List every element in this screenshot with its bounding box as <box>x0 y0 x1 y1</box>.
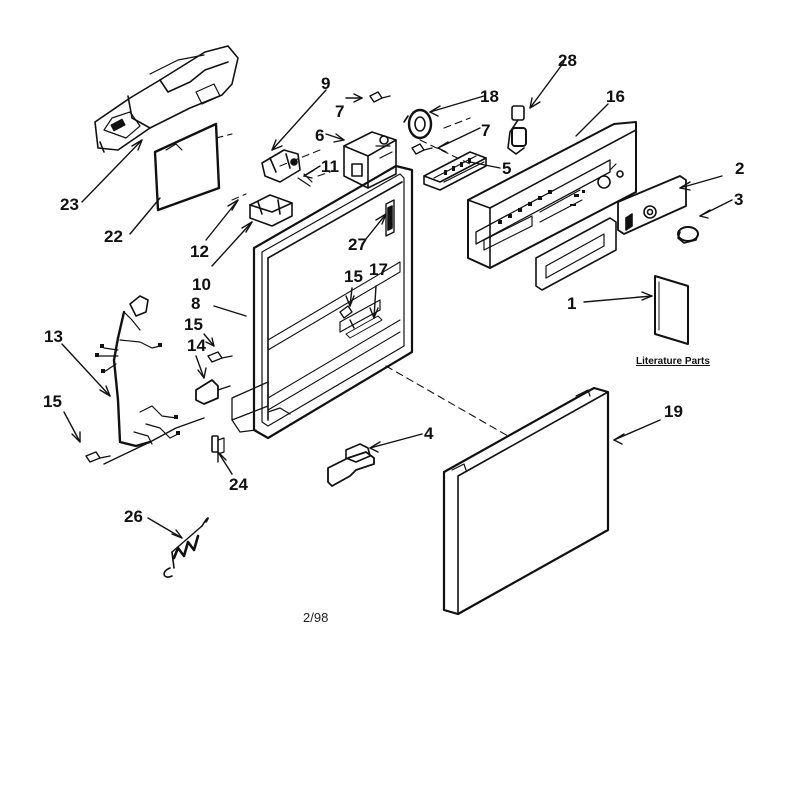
part-6-switch-assembly <box>343 131 397 189</box>
part-18-cam <box>403 108 433 140</box>
part-16-control-panel <box>467 121 637 291</box>
callout-27: 27 <box>348 235 367 254</box>
callout-15-mid: 15 <box>184 315 203 334</box>
callout-7-upper: 7 <box>335 102 345 121</box>
part-5-terminal-block <box>423 151 487 191</box>
callout-22: 22 <box>104 227 123 246</box>
callout-10: 10 <box>192 275 211 294</box>
part-3-knob <box>677 226 699 244</box>
callout-13: 13 <box>44 327 63 346</box>
callout-5: 5 <box>502 159 512 178</box>
callout-9: 9 <box>321 74 331 93</box>
part-19-outer-panel <box>442 386 610 616</box>
callout-3: 3 <box>734 190 744 209</box>
callout-17: 17 <box>369 260 388 279</box>
part-1-literature <box>654 275 689 345</box>
callout-4: 4 <box>424 424 434 443</box>
part-10-latch <box>249 194 293 227</box>
part-13-wire-harness <box>95 295 231 448</box>
part-4-clip <box>327 443 375 487</box>
part-28-connector <box>507 105 527 155</box>
callout-1: 1 <box>567 294 577 313</box>
callout-2: 2 <box>735 159 745 178</box>
callout-26: 26 <box>124 507 143 526</box>
callout-6: 6 <box>315 126 325 145</box>
leader-lines <box>61 61 733 539</box>
callout-15-left: 15 <box>43 392 62 411</box>
part-26-spring <box>163 517 209 578</box>
literature-parts-label: Literature Parts <box>636 356 710 367</box>
part-24-clip <box>211 435 225 455</box>
screws <box>85 91 433 463</box>
callout-8: 8 <box>191 294 201 313</box>
callout-7-lower: 7 <box>481 121 491 140</box>
callout-12: 12 <box>190 242 209 261</box>
callout-23: 23 <box>60 195 79 214</box>
part-2-overlay <box>617 175 687 235</box>
part-8-door-frame <box>231 164 414 440</box>
part-9-bracket <box>261 149 313 187</box>
callout-24: 24 <box>229 475 248 494</box>
part-22-insulation <box>153 122 221 212</box>
callout-19: 19 <box>664 402 683 421</box>
callout-28: 28 <box>558 51 577 70</box>
callout-15-frame: 15 <box>344 267 363 286</box>
callout-18: 18 <box>480 87 499 106</box>
date-code: 2/98 <box>303 610 329 625</box>
callout-16: 16 <box>606 87 625 106</box>
callout-14: 14 <box>187 336 206 355</box>
callout-11: 11 <box>321 157 339 176</box>
part-23-vent-duct <box>94 45 239 153</box>
